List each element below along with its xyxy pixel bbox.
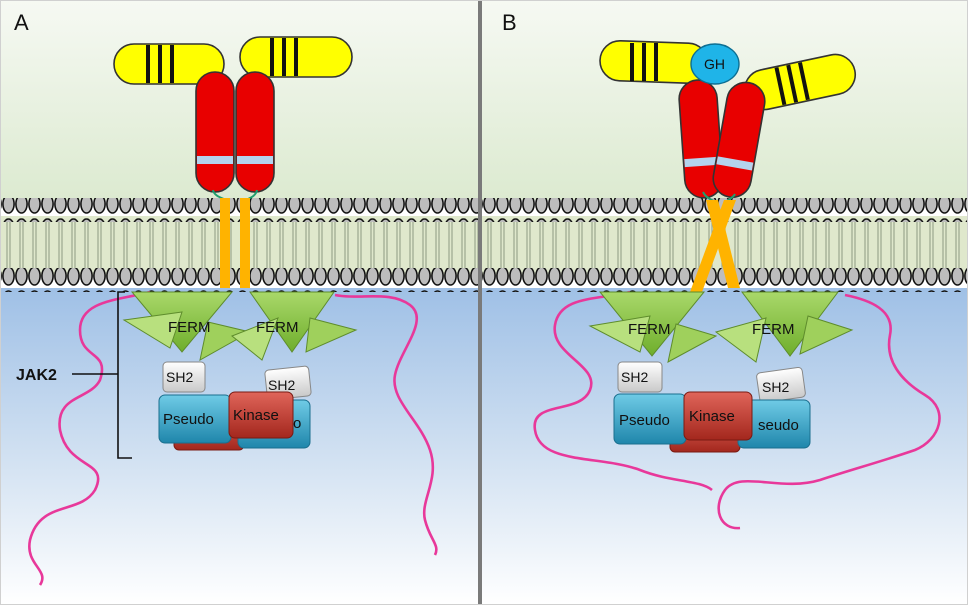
panel-b-label: B <box>502 10 517 35</box>
ferm-label-right-a: FERM <box>256 319 299 336</box>
ferm-domain-left-a: FERM <box>122 291 252 361</box>
ferm-domain-right-b: FERM <box>714 291 854 363</box>
jak2-tail-left-a <box>28 290 151 586</box>
receptor-body-left-b <box>678 79 724 199</box>
gh-label: GH <box>704 56 725 72</box>
panel-divider <box>478 0 482 605</box>
pseudo-partial-label-a: o <box>293 415 301 432</box>
jak2-bracket <box>117 291 132 459</box>
pseudo-domain-right-b: seudo <box>737 399 811 449</box>
receptor-extracellular-left-a <box>113 43 225 85</box>
pseudo-label-left-a: Pseudo <box>163 411 214 428</box>
ferm-label-right-b: FERM <box>752 321 795 338</box>
sh2-domain-left-a: SH2 <box>162 361 206 393</box>
sh2-label-left-b: SH2 <box>621 369 648 385</box>
membrane-inner-leaflet <box>0 268 968 292</box>
panel-a-label: A <box>14 10 29 35</box>
sh2-label-left-a: SH2 <box>166 369 193 385</box>
ferm-domain-left-b: FERM <box>588 291 718 363</box>
sh2-domain-right-a: SH2 <box>264 365 312 401</box>
panel-a: JAK2 FERM FERM SH2 SH2 o <box>16 36 438 586</box>
kinase-domain-front-b: Kinase <box>683 391 753 441</box>
membrane-bilayer <box>0 198 968 292</box>
transmembrane-left-a <box>220 198 230 288</box>
transmembrane-right-a <box>240 198 250 288</box>
jak2-tail-right-b <box>717 293 941 530</box>
receptor-extracellular-right-b <box>743 53 857 111</box>
jak2-label: JAK2 <box>16 367 57 384</box>
receptor-body-left-a <box>195 71 235 193</box>
pseudo-partial-label-b: seudo <box>758 417 799 434</box>
kinase-domain-front-a: Kinase <box>228 391 294 439</box>
sh2-label-right-b: SH2 <box>762 379 789 395</box>
receptor-body-right-b <box>712 81 766 199</box>
sh2-domain-left-b: SH2 <box>617 361 663 393</box>
jak2-tail-right-a <box>334 293 438 556</box>
pseudo-label-left-b: Pseudo <box>619 412 670 429</box>
pseudo-domain-left-a: Pseudo <box>158 394 232 444</box>
ferm-domain-right-a: FERM <box>231 291 358 361</box>
ferm-label-left-a: FERM <box>168 319 211 336</box>
pseudo-domain-left-b: Pseudo <box>613 393 687 445</box>
jak2-tail-left-b <box>533 290 713 492</box>
extracellular-region <box>0 0 968 200</box>
panel-b: GH FERM FERM SH2 SH2 <box>533 40 941 530</box>
membrane-outer-leaflet <box>0 198 968 222</box>
transmembrane-left-b <box>706 200 740 288</box>
sh2-domain-right-b: SH2 <box>756 366 806 404</box>
ferm-label-left-b: FERM <box>628 321 671 338</box>
receptor-extracellular-right-a <box>239 36 353 78</box>
receptor-body-right-a <box>235 71 275 193</box>
kinase-label-a: Kinase <box>233 407 279 424</box>
gh-ligand: GH <box>690 43 740 85</box>
kinase-label-b: Kinase <box>689 408 735 425</box>
sh2-label-right-a: SH2 <box>268 377 295 393</box>
transmembrane-right-b <box>690 200 736 292</box>
